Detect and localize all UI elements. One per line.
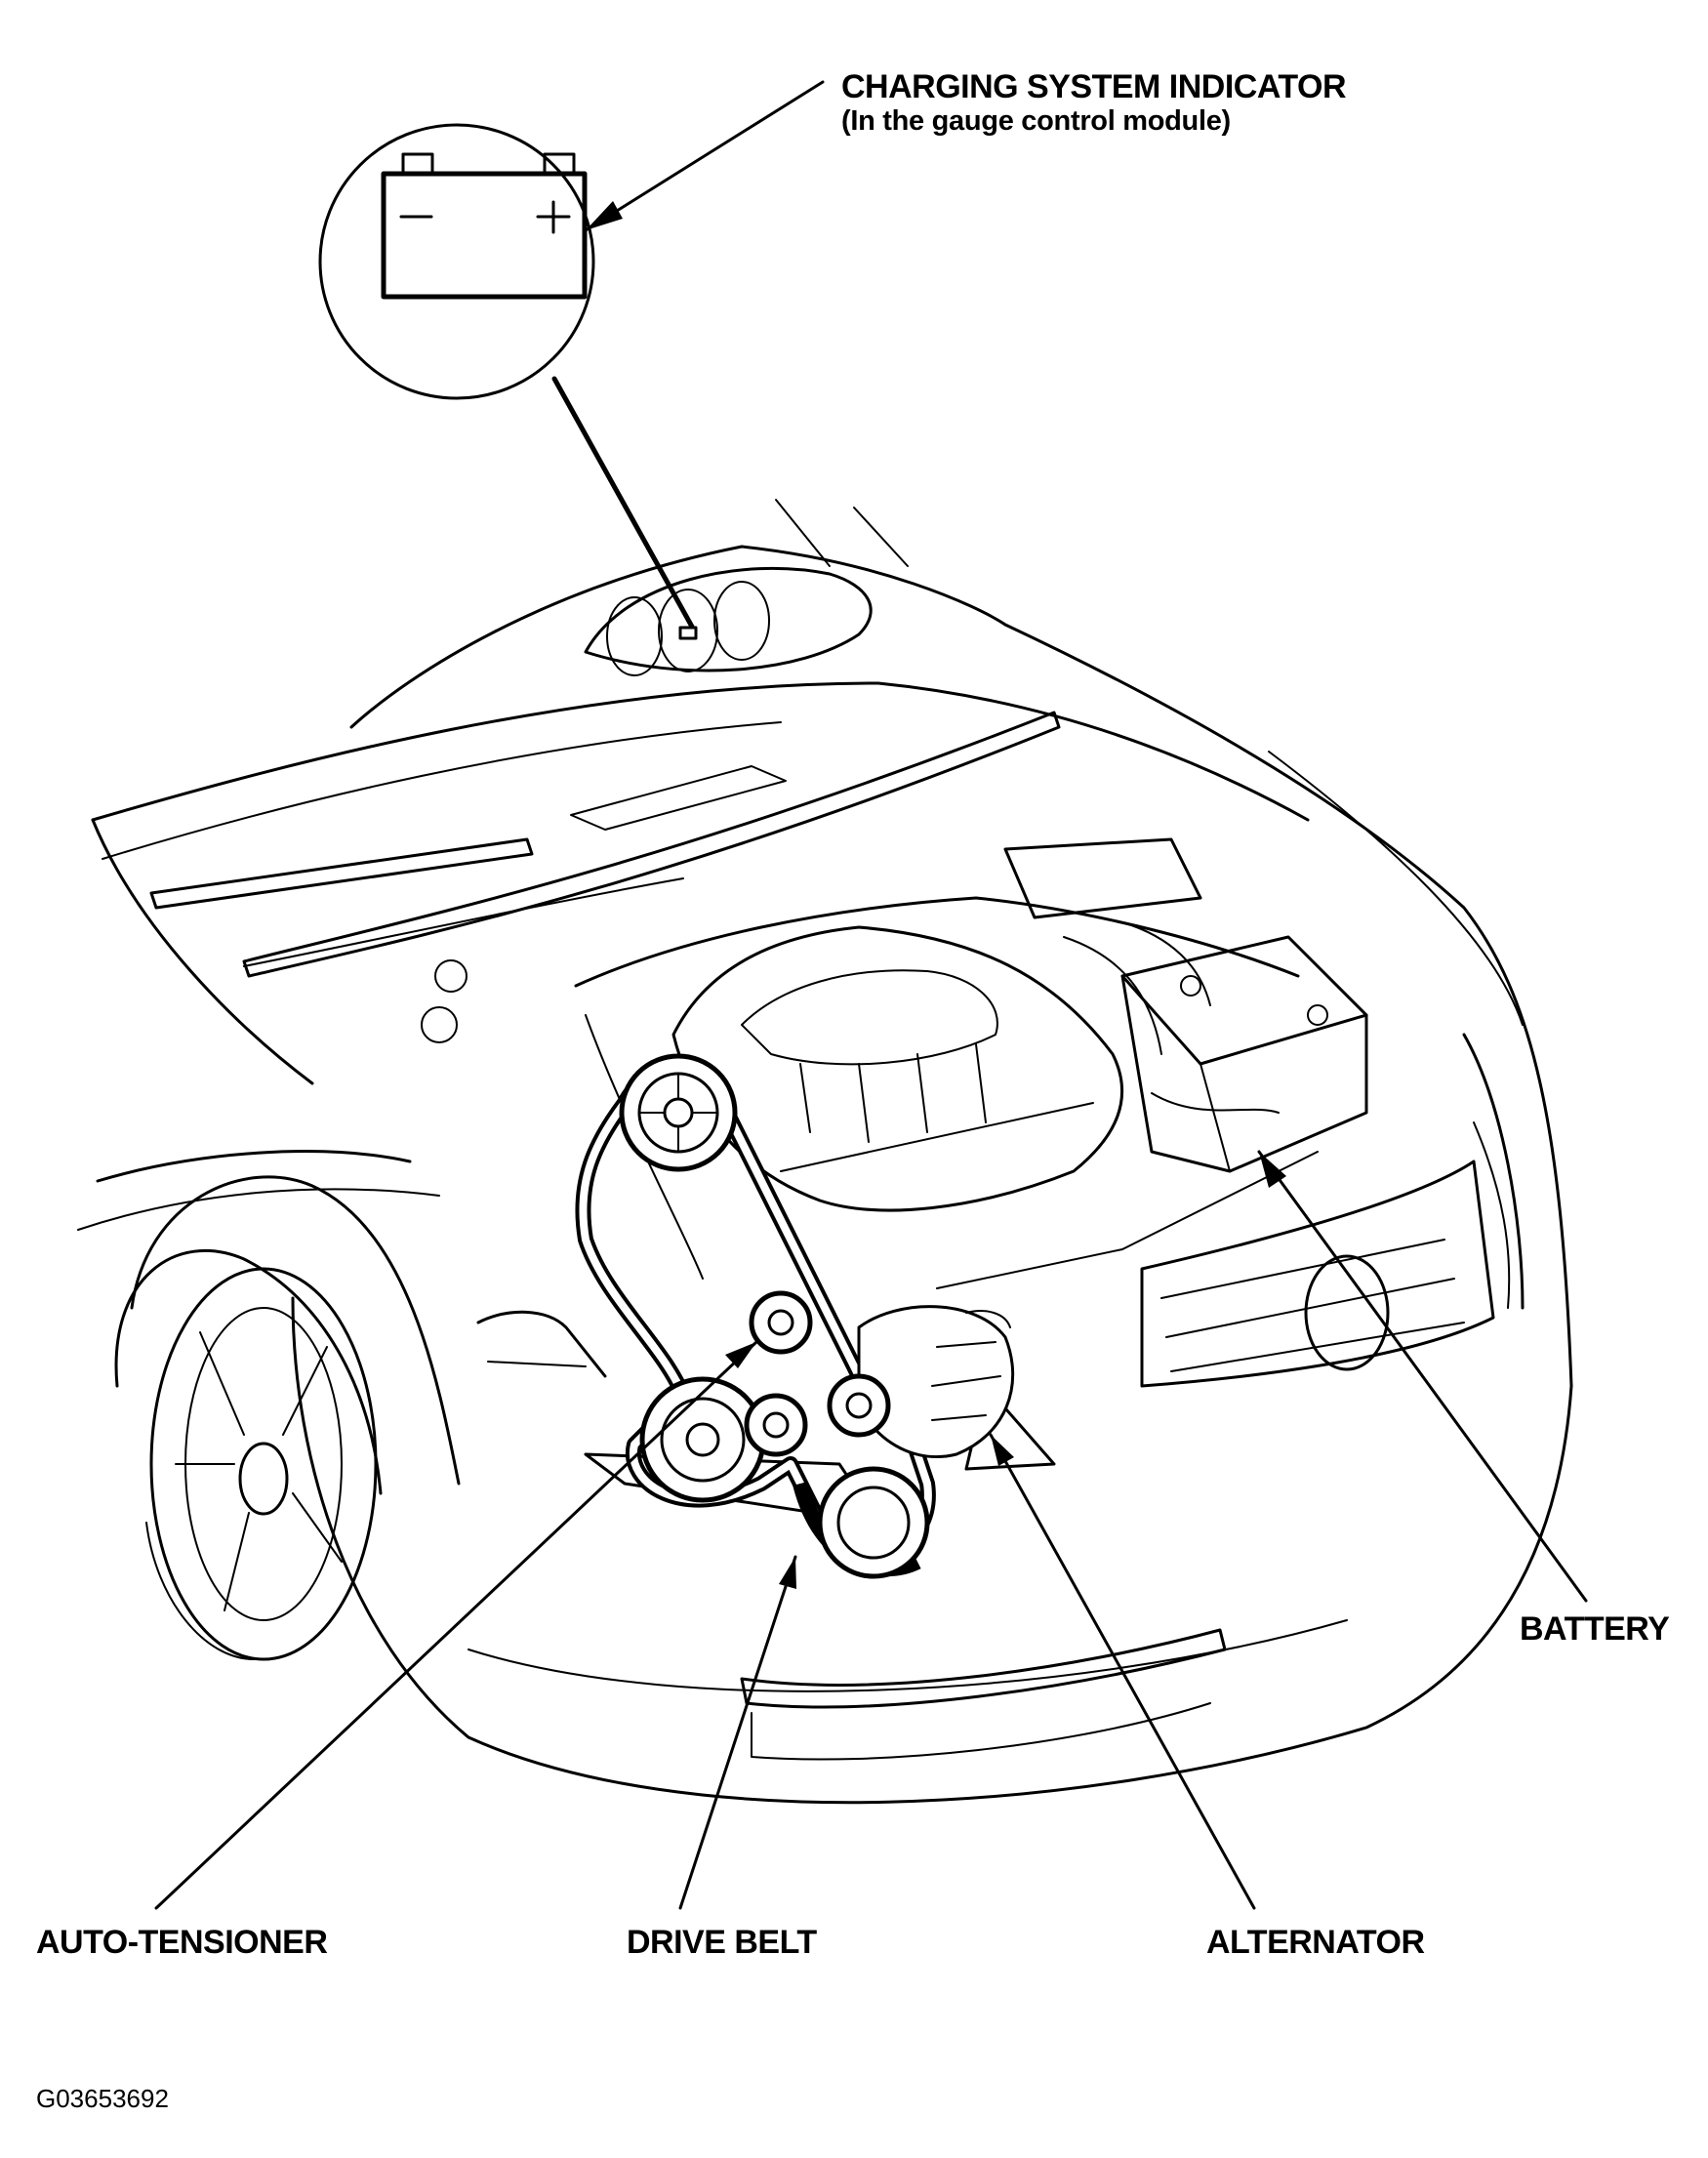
car-body — [77, 499, 1573, 1805]
indicator-title: CHARGING SYSTEM INDICATOR — [841, 68, 1347, 105]
battery-warning-icon — [381, 152, 588, 300]
alternator-leader — [989, 1433, 1256, 1910]
indicator-subtitle: (In the gauge control module) — [841, 105, 1231, 137]
indicator-inset — [318, 80, 825, 630]
alternator-pulley — [827, 1373, 891, 1438]
auto-tensioner-pulley — [749, 1290, 813, 1355]
figure-id: G03653692 — [36, 2084, 169, 2113]
battery-label: BATTERY — [1520, 1610, 1670, 1648]
battery-leader — [1257, 1150, 1588, 1603]
auto-tensioner-label: AUTO-TENSIONER — [36, 1924, 328, 1961]
indicator-leader — [584, 80, 825, 232]
auto-tensioner-leader — [154, 1340, 758, 1910]
alternator-label: ALTERNATOR — [1206, 1924, 1425, 1961]
label-leaders — [154, 1150, 1588, 1910]
engine-components — [671, 837, 1368, 1212]
inset-circle — [318, 123, 595, 400]
drive-belt-system — [575, 1053, 1015, 1579]
lower-pulley — [817, 1466, 930, 1579]
drive-belt-label: DRIVE BELT — [627, 1924, 817, 1961]
inset-to-dash-line — [551, 376, 695, 630]
idler-pulley — [744, 1393, 808, 1457]
drive-belt-leader — [678, 1555, 797, 1910]
